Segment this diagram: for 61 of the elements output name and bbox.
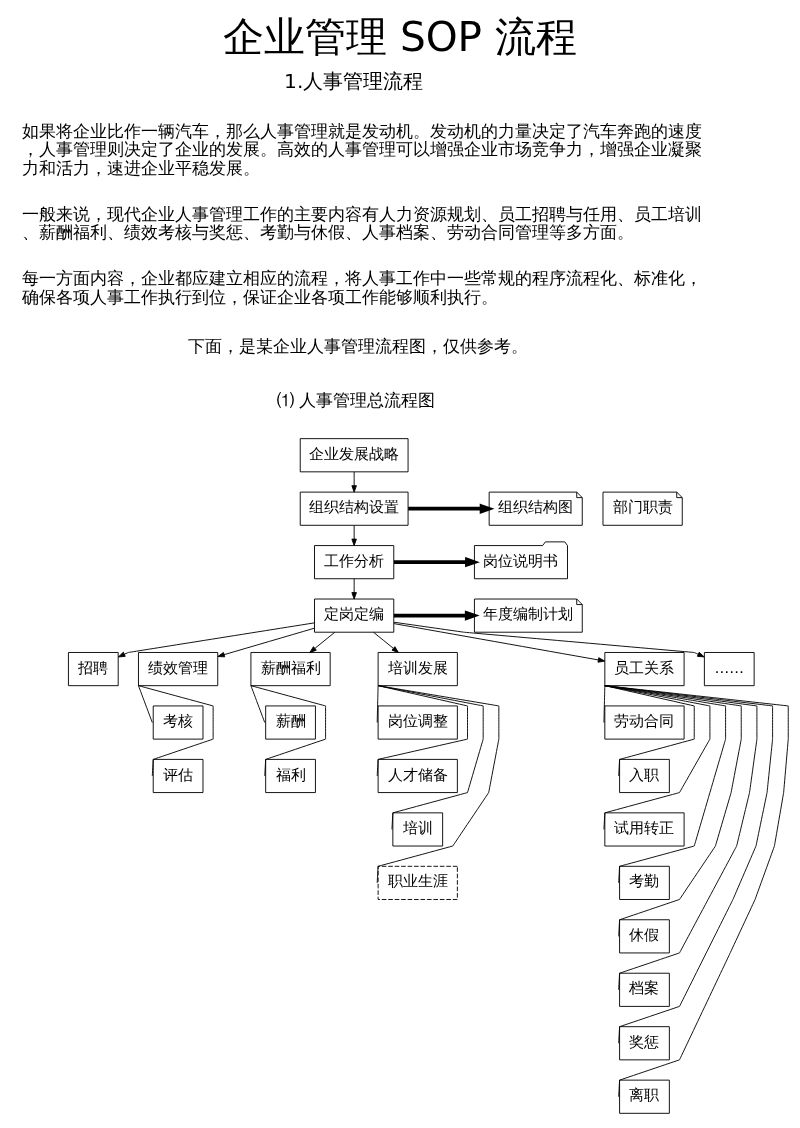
node-box: 薪酬: [265, 705, 316, 740]
node-box: 组织结构设置: [299, 491, 409, 526]
arrow: [309, 631, 336, 653]
node-box: 人才储备: [377, 758, 458, 794]
node-box: ……: [703, 652, 755, 687]
connector: [250, 685, 266, 723]
arrow: [351, 471, 357, 493]
connector: [604, 685, 758, 991]
connector: [138, 685, 214, 777]
node-box: 劳动合同: [604, 705, 685, 740]
connector: [376, 685, 379, 723]
connector: [604, 685, 695, 777]
arrow: [393, 623, 606, 663]
arrow: [373, 631, 399, 653]
arrow: [117, 622, 315, 658]
node-box: 薪酬福利: [250, 652, 331, 687]
node-box: 定岗定编: [314, 598, 395, 633]
connector: [377, 685, 484, 830]
node-box: 福利: [265, 758, 316, 794]
node-box: 档案: [619, 972, 670, 1007]
label: 每一方面内容，企业都应建立相应的流程，将人事工作中一些常规的程序流程化、标准化，确保各项人事工作执行到位，保证企业各项工作能够顺利执行。: [21, 269, 702, 307]
node-box: 考核: [152, 705, 204, 740]
label: 下面，是某企业人事管理流程图，仅供参考。: [187, 337, 528, 357]
label: ⑴ 人事管理总流程图: [276, 390, 436, 410]
arrow: [351, 578, 357, 600]
node-box: 员工关系: [604, 652, 685, 687]
node-box: 试用转正: [604, 812, 685, 847]
arrow: [393, 557, 480, 568]
arrow: [408, 503, 495, 514]
node-box: 入职: [619, 758, 670, 794]
node-box: 绩效管理: [138, 652, 219, 687]
connector: [250, 685, 327, 777]
node-box: 奖惩: [619, 1026, 670, 1061]
node-box: 招聘: [67, 652, 119, 687]
node-box: 培训发展: [377, 652, 458, 687]
node-box: 休假: [619, 919, 670, 954]
connector: [604, 685, 789, 1098]
node-box: 离职: [619, 1079, 670, 1114]
node-box: 企业发展战略: [299, 438, 409, 473]
node-box: 岗位调整: [377, 705, 458, 740]
node-box: 职业生涯: [377, 865, 458, 900]
node-box: 评估: [152, 758, 204, 794]
connector: [376, 685, 500, 884]
diagram-title: 企业管理 SOP 流程: [223, 12, 577, 61]
label: 一般来说，现代企业人事管理工作的主要内容有人力资源规划、员工招聘与任用、员工培训、薪酬福利、绩效考核与奖惩、考勤与休假、人事档案、劳动合同管理等多方面。: [21, 204, 702, 243]
node-box: 培训: [392, 812, 444, 847]
connector: [603, 685, 606, 723]
node-box: 工作分析: [314, 545, 395, 580]
arrow: [393, 610, 480, 621]
label: 1.人事管理流程: [284, 69, 424, 94]
connector: [604, 685, 742, 937]
arrow: [393, 621, 705, 658]
connector: [603, 685, 711, 830]
connector: [138, 685, 153, 723]
arrow: [351, 524, 357, 547]
arrow: [217, 627, 315, 658]
connector: [376, 685, 468, 777]
connector: [604, 685, 727, 884]
node-box: 考勤: [619, 865, 670, 900]
label: 如果将企业比作一辆汽车，那么人事管理就是发动机。发动机的力量决定了汽车奔跑的速度，人事管理则决定了企业的发展。高效的人事管理可以增强企业市场竞争力，增强企业凝聚力和活力，速进企业平稳发展。: [21, 121, 702, 178]
connector: [604, 685, 774, 1044]
